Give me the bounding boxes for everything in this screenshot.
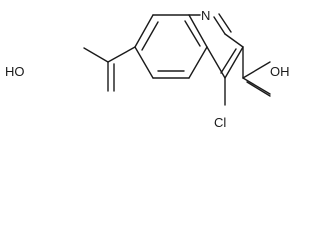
bond-n1-c2-inner — [218, 13, 232, 33]
chlorine-label: Cl — [214, 115, 226, 130]
bond-c7-c6 — [134, 46, 154, 79]
bond-carboxyl-oh — [242, 61, 271, 79]
bond-n1-c2 — [213, 16, 226, 35]
quinoline-structure-diagram: N Cl HO OH — [5, 8, 290, 130]
bond-lines — [83, 13, 271, 106]
bond-c4a-c8a — [188, 14, 208, 48]
bond-left-oh — [83, 47, 109, 63]
bond-carboxyl-carbonyl — [242, 77, 271, 95]
right-hydroxyl-label: OH — [270, 64, 290, 79]
bond-carboxyl-carbonyl-inner — [246, 81, 271, 97]
structure-canvas: N Cl HO OH — [5, 8, 290, 130]
bond-c3-c4-inner — [220, 48, 237, 74]
bond-c8-c7-inner — [141, 21, 159, 51]
bond-c7-carboxyl — [107, 46, 136, 63]
bond-c8-c7 — [134, 14, 154, 48]
left-hydroxyl-label: HO — [5, 64, 25, 79]
bond-c4a-c8a-inner — [184, 20, 201, 47]
ring-nitrogen-label: N — [201, 8, 210, 23]
bond-c5-c4a — [188, 46, 208, 79]
bond-c2-c3 — [224, 33, 244, 48]
bond-c4-c4a — [206, 46, 226, 79]
bond-c3-c4 — [224, 46, 244, 79]
